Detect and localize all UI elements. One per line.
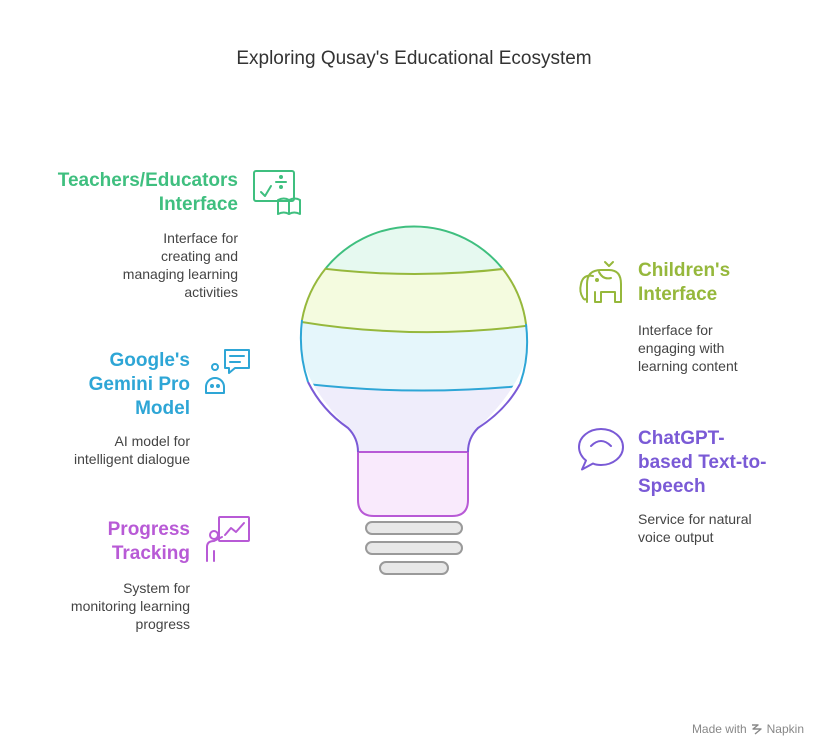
napkin-brand: Napkin — [766, 722, 804, 736]
elephant-icon — [579, 261, 622, 303]
footer-credit: Made with Napkin — [692, 722, 804, 736]
napkin-logo-icon — [751, 724, 762, 735]
gemini-desc: AI model for intelligent dialogue — [74, 433, 190, 467]
teacher-board-icon — [253, 170, 301, 215]
gemini-heading: Google's Gemini Pro Model — [88, 350, 190, 419]
lightbulb-diagram — [299, 225, 529, 575]
robot-chat-icon — [205, 349, 250, 394]
teachers-heading: Teachers/Educators Interface — [57, 170, 238, 215]
bulb-segment-chatgpt — [300, 382, 528, 452]
bulb-base-ring-1 — [365, 521, 463, 535]
presentation-icon — [206, 516, 250, 562]
bulb-segment-progress — [300, 452, 528, 516]
chatgpt-heading: ChatGPT- based Text-to- Speech — [638, 428, 767, 497]
made-with-text: Made with — [691, 722, 747, 736]
progress-heading: Progress Tracking — [107, 519, 190, 564]
chatgpt-desc: Service for natural voice output — [638, 511, 752, 545]
teachers-desc: Interface for creating and managing lear… — [122, 230, 238, 300]
children-heading: Children's Interface — [638, 260, 731, 305]
bulb-segment-gemini — [300, 320, 528, 391]
progress-desc: System for monitoring learning progress — [70, 580, 190, 632]
children-desc: Interface for engaging with learning con… — [638, 322, 738, 374]
speech-bubble-icon — [578, 428, 624, 471]
bulb-base-ring-3 — [379, 561, 449, 575]
page-title: Exploring Qusay's Educational Ecosystem — [236, 48, 592, 69]
bulb-segment-children — [300, 264, 528, 333]
bulb-base-ring-2 — [365, 541, 463, 555]
